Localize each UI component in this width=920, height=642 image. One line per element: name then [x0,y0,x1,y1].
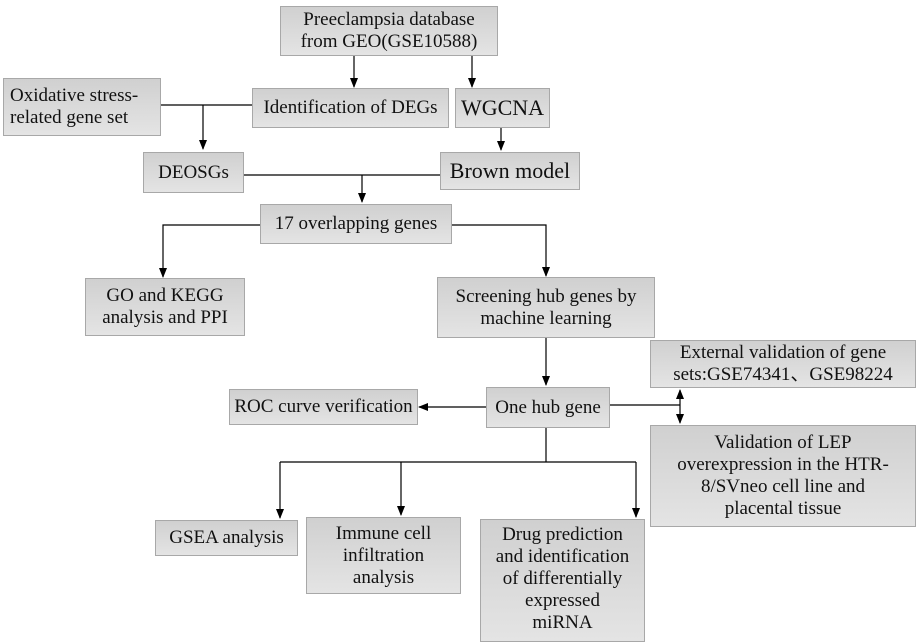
node-drug-line-2: and identification [495,546,630,567]
node-overlap: 17 overlapping genes [260,204,452,244]
node-database-line-2: from GEO(GSE10588) [300,31,478,52]
node-immune-line-2: infiltration [342,544,425,566]
node-gsea-line-1: GSEA analysis [169,527,284,548]
node-deosgs-line-1: DEOSGs [158,161,229,183]
node-external-line-2: sets:GSE74341、GSE98224 [673,364,893,385]
node-database: Preeclampsia database from GEO(GSE10588) [280,6,498,56]
node-go-kegg-line-2: analysis and PPI [102,307,228,328]
node-database-line-1: Preeclampsia database [303,9,475,30]
node-drug-line-1: Drug prediction [502,524,623,545]
node-oxidative-line-1: Oxidative stress- [10,85,139,106]
node-screening-line-2: machine learning [480,307,612,329]
node-lep-line-2: overexpression in the HTR- [677,454,889,475]
arrow-overlap-to-go [159,224,260,278]
node-roc: ROC curve verification [229,389,418,425]
node-drug-line-3: of differentially [502,568,623,589]
node-hub: One hub gene [486,387,610,428]
node-oxidative: Oxidative stress- related gene set [3,78,161,136]
arrow-overlap-to-screening [452,224,550,277]
node-wgcna: WGCNA [455,88,550,128]
node-go-kegg: GO and KEGG analysis and PPI [85,278,245,336]
node-wgcna-line-1: WGCNA [460,95,545,120]
node-drug-line-4: expressed [525,590,600,611]
node-immune: Immune cell infiltration analysis [306,517,461,594]
node-brown: Brown model [440,152,580,190]
node-immune-line-3: analysis [352,566,415,588]
node-hub-line-1: One hub gene [495,396,601,418]
node-screening: Screening hub genes by machine learning [437,277,655,338]
node-degs: Identification of DEGs [252,88,449,128]
node-lep-line-4: placental tissue [724,498,842,519]
node-deosgs: DEOSGs [143,152,244,193]
node-degs-line-1: Identification of DEGs [263,97,438,118]
node-screening-line-1: Screening hub genes by [455,285,637,307]
node-go-kegg-line-1: GO and KEGG [106,285,224,306]
node-gsea: GSEA analysis [155,520,298,556]
node-immune-line-1: Immune cell [335,522,432,544]
node-overlap-line-1: 17 overlapping genes [274,213,438,234]
node-external-line-1: External validation of gene [679,342,887,363]
node-roc-line-1: ROC curve verification [234,396,413,417]
node-brown-line-1: Brown model [449,158,571,183]
node-oxidative-line-2: related gene set [10,107,129,128]
node-lep: Validation of LEP overexpression in the … [650,425,916,527]
node-drug-line-5: miRNA [532,612,593,633]
node-external: External validation of gene sets:GSE7434… [650,340,916,388]
node-lep-line-3: 8/SVneo cell line and [700,476,866,497]
node-lep-line-1: Validation of LEP [714,432,852,453]
node-drug: Drug prediction and identification of di… [480,519,645,642]
